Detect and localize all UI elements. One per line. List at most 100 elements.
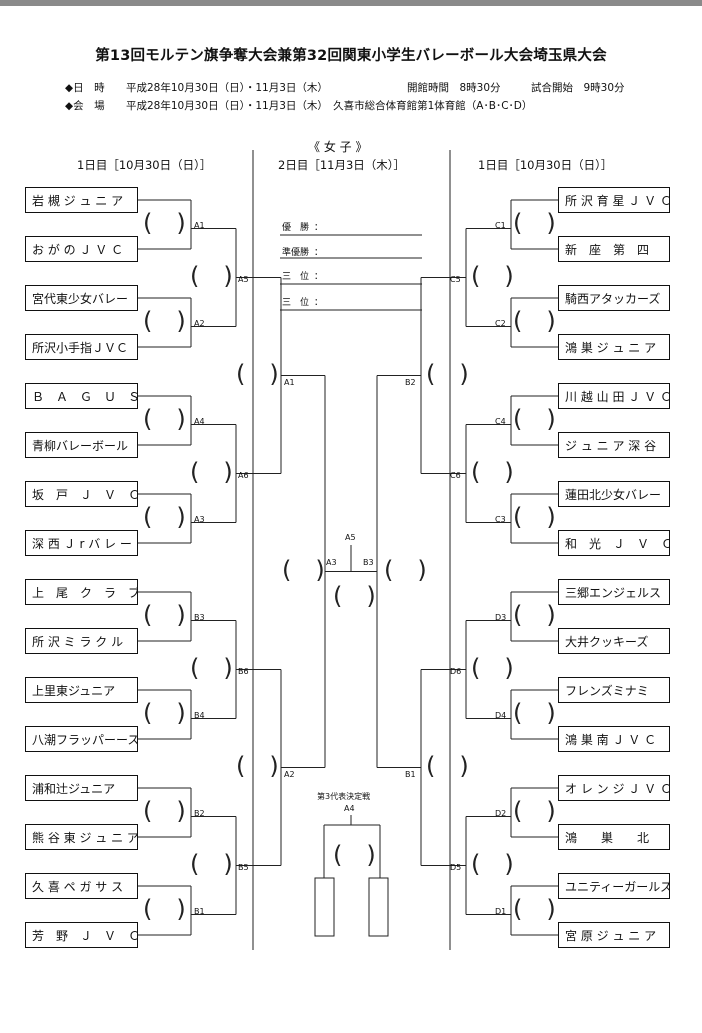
score-bracket: ( ) xyxy=(471,653,514,682)
score-bracket: ( ) xyxy=(143,502,186,531)
team-box: 所 沢 育 星 Ｊ Ｖ Ｃ xyxy=(558,187,670,213)
score-bracket: ( ) xyxy=(333,581,376,610)
team-box: 川 越 山 田 Ｊ Ｖ Ｃ xyxy=(558,383,670,409)
match-label: B1 xyxy=(405,769,416,779)
match-label: D2 xyxy=(495,808,507,818)
match-label: B5 xyxy=(238,862,249,872)
team-box: お が の Ｊ Ｖ Ｃ xyxy=(25,236,138,262)
team-box: 騎西アタッカーズ xyxy=(558,285,670,311)
score-bracket: ( ) xyxy=(190,261,233,290)
match-label: A6 xyxy=(238,470,249,480)
third-rep-code: A4 xyxy=(344,804,355,813)
team-box: 岩 槻 ジ ュ ニ ア xyxy=(25,187,138,213)
score-bracket: ( ) xyxy=(143,894,186,923)
match-label: D4 xyxy=(495,710,507,720)
score-bracket: ( ) xyxy=(471,849,514,878)
semi-label-top: A5 xyxy=(345,533,356,542)
category-label: 《 女 子 》 xyxy=(308,140,368,154)
score-bracket: ( ) xyxy=(513,404,556,433)
team-box: 宮代東少女バレー xyxy=(25,285,138,311)
third-rep-title: 第3代表決定戦 xyxy=(317,792,371,801)
match-label: C5 xyxy=(450,274,461,284)
result-winner-label: 優 勝 xyxy=(282,223,310,233)
day2-header: 2日目［11月3日（木）］ xyxy=(278,158,406,172)
match-label: C2 xyxy=(495,318,506,328)
match-label: B6 xyxy=(238,666,249,676)
match-label: B2 xyxy=(405,377,416,387)
match-label: C6 xyxy=(450,470,461,480)
match-label: D5 xyxy=(450,862,462,872)
team-box: 八潮フラッパーース xyxy=(25,726,138,752)
score-bracket: ( ) xyxy=(426,751,469,780)
score-bracket: ( ) xyxy=(236,359,279,388)
day1-left-header: 1日目［10月30日（日）］ xyxy=(77,158,212,172)
score-bracket: ( ) xyxy=(143,796,186,825)
score-bracket: ( ) xyxy=(143,404,186,433)
score-bracket: ( ) xyxy=(471,261,514,290)
date-value: 平成28年10月30日（日）・11月3日（木） xyxy=(126,82,328,94)
score-bracket: ( ) xyxy=(513,502,556,531)
match-label: A4 xyxy=(194,416,205,426)
score-bracket: ( ) xyxy=(190,457,233,486)
team-box: 宮 原 ジ ュ ニ ア xyxy=(558,922,670,948)
match-label: D3 xyxy=(495,612,507,622)
match-label: A5 xyxy=(238,274,249,284)
date-label: ◆日 時 xyxy=(65,82,105,94)
result-colon: ： xyxy=(314,298,324,308)
team-box: ジ ュ ニ ア 深 谷 xyxy=(558,432,670,458)
match-label: C4 xyxy=(495,416,506,426)
score-bracket: ( ) xyxy=(513,698,556,727)
score-bracket: ( ) xyxy=(513,600,556,629)
score-bracket: ( ) xyxy=(190,653,233,682)
team-box: 深 西 Ｊ r バ レ ー xyxy=(25,530,138,556)
team-box: 浦和辻ジュニア xyxy=(25,775,138,801)
result-colon: ： xyxy=(314,223,324,233)
score-bracket: ( ) xyxy=(282,555,325,584)
match-label: C1 xyxy=(495,220,506,230)
score-bracket: ( ) xyxy=(513,208,556,237)
score-bracket: ( ) xyxy=(236,751,279,780)
score-bracket: ( ) xyxy=(333,841,376,869)
match-label: A1 xyxy=(284,377,295,387)
match-label: B4 xyxy=(194,710,205,720)
score-bracket: ( ) xyxy=(143,698,186,727)
match-label: A2 xyxy=(194,318,205,328)
score-bracket: ( ) xyxy=(471,457,514,486)
team-box: 三郷エンジェルス xyxy=(558,579,670,605)
score-bracket: ( ) xyxy=(190,849,233,878)
venue-label: ◆会 場 xyxy=(65,100,105,112)
result-runner-up-label: 準優勝 xyxy=(282,248,310,258)
team-box: フレンズミナミ xyxy=(558,677,670,703)
semi-label-left: A3 xyxy=(326,558,337,567)
team-box: 熊 谷 東 ジ ュ ニ ア xyxy=(25,824,138,850)
start-time: 試合開始 9時30分 xyxy=(531,82,625,94)
team-box: 久 喜 ペ ガ サ ス xyxy=(25,873,138,899)
team-box: 芳 野 Ｊ Ｖ Ｃ xyxy=(25,922,138,948)
score-bracket: ( ) xyxy=(426,359,469,388)
score-bracket: ( ) xyxy=(513,306,556,335)
team-box: 和 光 Ｊ Ｖ Ｃ xyxy=(558,530,670,556)
team-box: 坂 戸 Ｊ Ｖ Ｃ xyxy=(25,481,138,507)
result-third-1-label: 三 位 xyxy=(282,272,310,282)
team-box: 所 沢 ミ ラ ク ル xyxy=(25,628,138,654)
match-label: D1 xyxy=(495,906,507,916)
match-label: B1 xyxy=(194,906,205,916)
match-label: A2 xyxy=(284,769,295,779)
score-bracket: ( ) xyxy=(384,555,427,584)
team-box: Ｂ Ａ Ｇ Ｕ Ｓ xyxy=(25,383,138,409)
result-third-2-label: 三 位 xyxy=(282,298,310,308)
score-bracket: ( ) xyxy=(513,894,556,923)
match-label: A1 xyxy=(194,220,205,230)
open-time: 開館時間 8時30分 xyxy=(407,82,501,94)
match-label: B3 xyxy=(194,612,205,622)
result-colon: ： xyxy=(314,248,324,258)
score-bracket: ( ) xyxy=(143,208,186,237)
semi-label-right: B3 xyxy=(363,558,374,567)
team-box: 上里東ジュニア xyxy=(25,677,138,703)
team-box: 新 座 第 四 xyxy=(558,236,670,262)
venue-value: 平成28年10月30日（日）・11月3日（木） 久喜市総合体育館第1体育館（A･… xyxy=(126,100,533,112)
match-label: A3 xyxy=(194,514,205,524)
page-title: 第13回モルテン旗争奪大会兼第32回関東小学生バレーボール大会埼玉県大会 xyxy=(95,48,607,64)
third-rep-box-right xyxy=(368,877,389,937)
